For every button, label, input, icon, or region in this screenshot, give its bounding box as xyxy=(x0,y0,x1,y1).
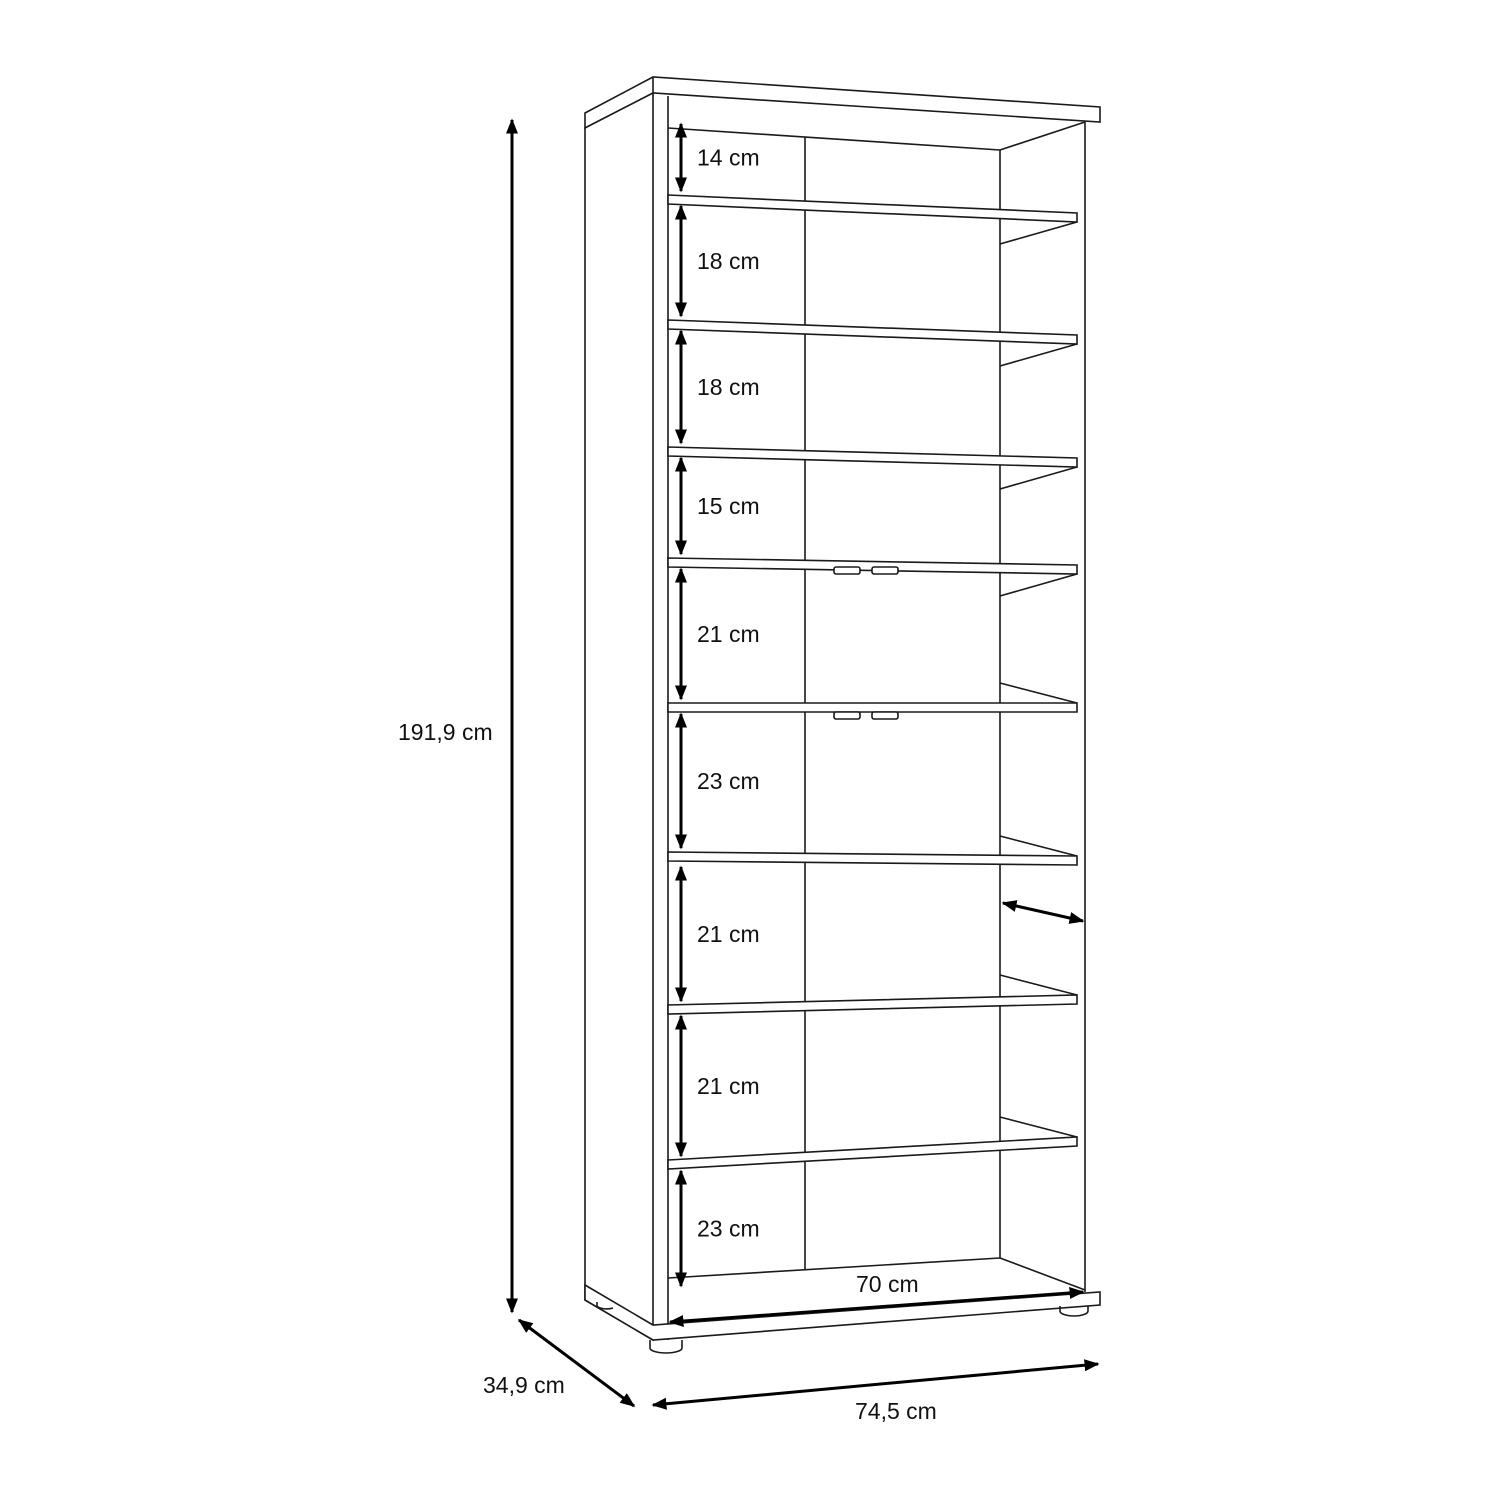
compartment-dimension: 21 cm xyxy=(675,865,760,1003)
compartment-dimension: 18 cm xyxy=(675,204,760,318)
shelf xyxy=(667,835,1078,866)
compartment-dimension: 21 cm xyxy=(675,567,760,701)
shelf xyxy=(667,682,1078,720)
shelf xyxy=(667,557,1078,597)
width-label: 74,5 cm xyxy=(855,1398,937,1424)
shelf-depth-arrow xyxy=(1001,900,1085,924)
shelf xyxy=(667,446,1078,490)
shelf xyxy=(667,1116,1078,1170)
shelf-support-icon xyxy=(871,711,899,720)
compartment-dimension: 18 cm xyxy=(675,329,760,445)
shelf xyxy=(667,319,1078,367)
compartment-dimensions: 14 cm 18 cm 18 cm 15 cm 21 cm 23 cm 21 cm 21 cm… xyxy=(675,122,760,1288)
compartment-dimension: 14 cm xyxy=(675,122,760,193)
shelf xyxy=(667,194,1078,245)
shelf xyxy=(667,974,1078,1015)
foot xyxy=(649,1340,683,1354)
compartment-dimension: 21 cm xyxy=(675,1014,760,1158)
compartment-dimension: 23 cm xyxy=(675,712,760,850)
compartment-dimension: 15 cm xyxy=(675,456,760,556)
inner-width-label: 70 cm xyxy=(856,1271,919,1297)
compartment-dimension: 23 cm xyxy=(675,1169,760,1288)
top-panel xyxy=(584,76,1101,130)
compartment-height-label: 18 cm xyxy=(697,374,760,400)
shelf-support-icon xyxy=(871,566,899,575)
compartment-height-label: 23 cm xyxy=(697,1216,760,1242)
inner-width-dimension-arrow xyxy=(668,1286,1085,1328)
height-label: 191,9 cm xyxy=(398,719,493,745)
width-dimension-arrow xyxy=(651,1359,1100,1410)
shelves xyxy=(667,194,1078,1170)
compartment-height-label: 14 cm xyxy=(697,145,760,171)
compartment-height-label: 18 cm xyxy=(697,248,760,274)
compartment-height-label: 15 cm xyxy=(697,493,760,519)
cabinet-body xyxy=(584,76,1101,1354)
compartment-height-label: 21 cm xyxy=(697,1073,760,1099)
compartment-height-label: 23 cm xyxy=(697,768,760,794)
compartment-height-label: 21 cm xyxy=(697,921,760,947)
shelf-support-icon xyxy=(833,711,861,720)
depth-label: 34,9 cm xyxy=(483,1372,565,1398)
shelf-support-icon xyxy=(833,566,861,575)
foot xyxy=(596,1302,614,1310)
compartment-height-label: 21 cm xyxy=(697,621,760,647)
left-side-panel xyxy=(584,91,654,1342)
depth-dimension-arrow xyxy=(517,1318,636,1408)
bottom-plinth xyxy=(584,1283,1101,1341)
